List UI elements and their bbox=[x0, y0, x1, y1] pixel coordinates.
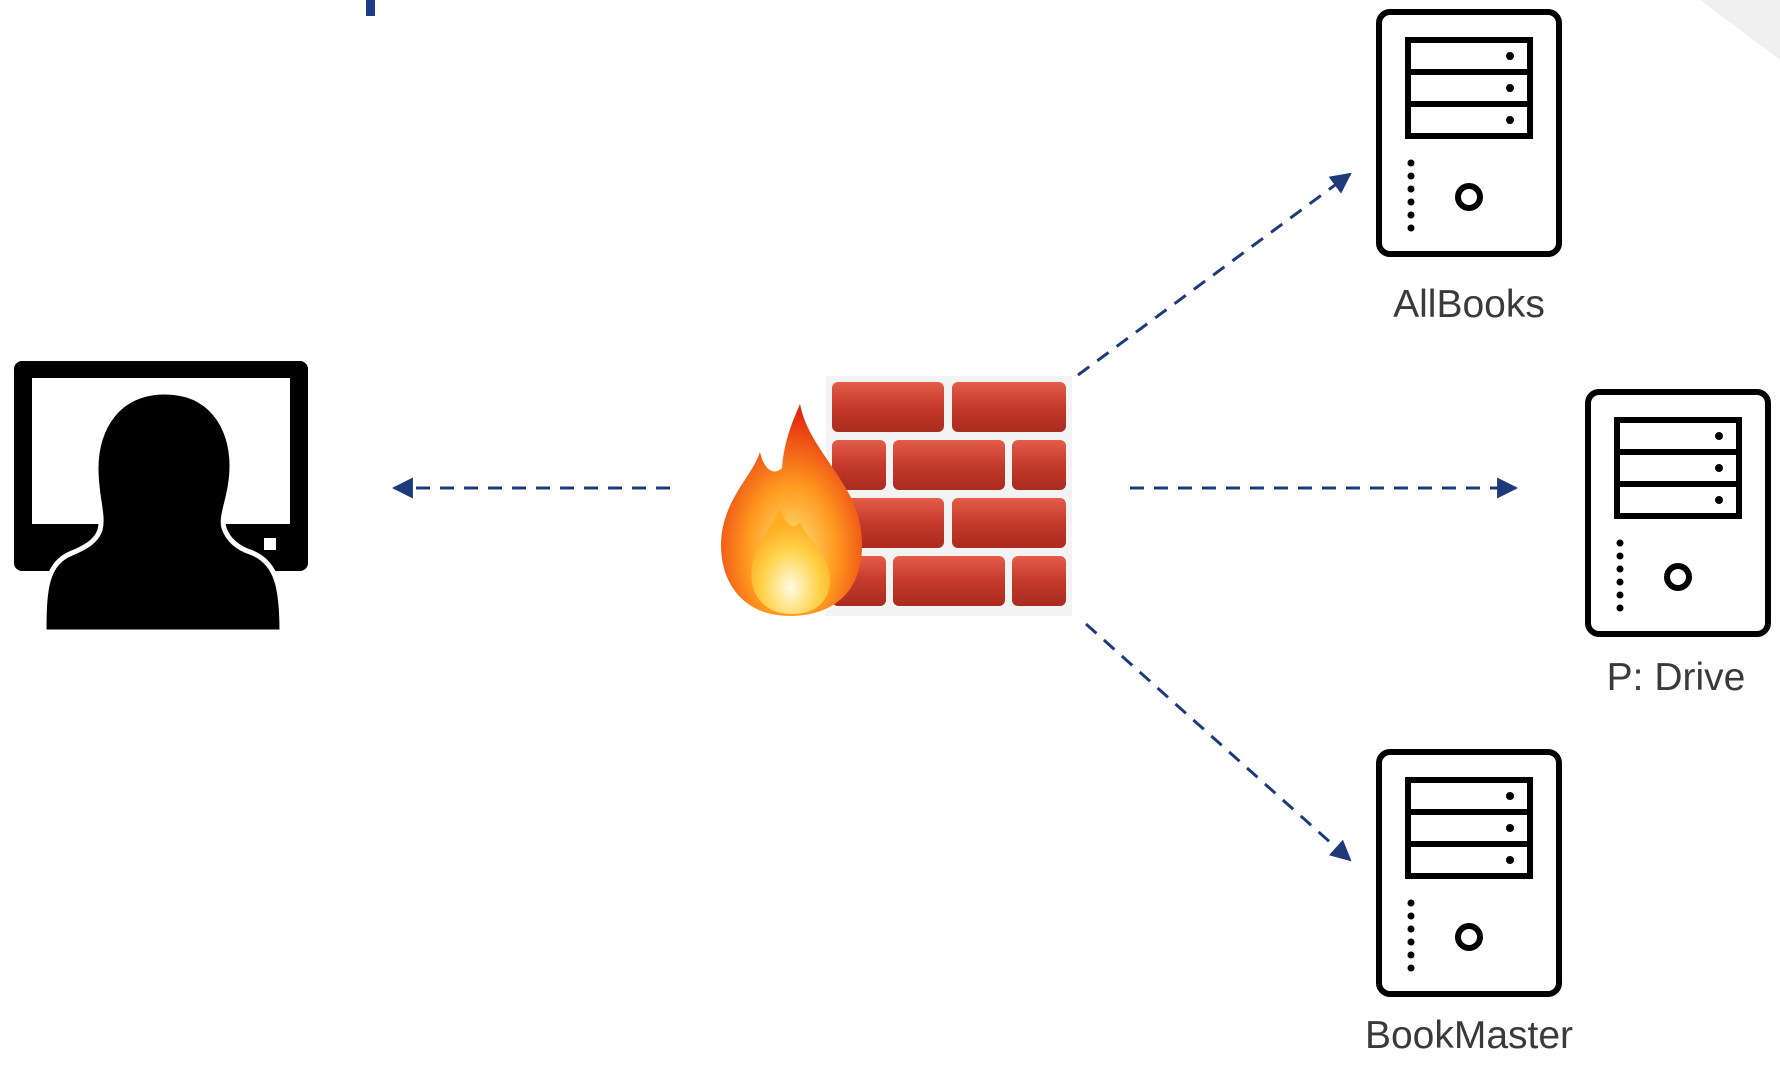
server-bookmaster-icon bbox=[1376, 749, 1562, 997]
server-label-allbooks: AllBooks bbox=[1393, 283, 1545, 326]
firewall-icon bbox=[721, 376, 1072, 616]
title-fragment bbox=[366, 0, 375, 16]
server-pdrive-icon bbox=[1585, 389, 1771, 637]
server-allbooks-icon bbox=[1376, 9, 1562, 257]
arrow-firewall-to-allbooks bbox=[1077, 172, 1352, 377]
arrow-firewall-to-bookmaster bbox=[1085, 622, 1352, 862]
server-label-bookmaster: BookMaster bbox=[1364, 1014, 1574, 1057]
user-workstation-icon bbox=[14, 361, 308, 635]
corner-shade bbox=[1700, 0, 1780, 60]
server-label-pdrive: P: Drive bbox=[1606, 656, 1746, 699]
